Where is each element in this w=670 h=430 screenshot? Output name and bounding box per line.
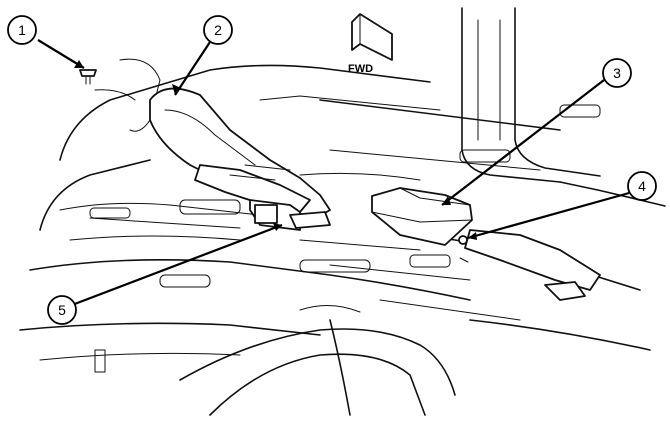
callout-2: 2 (203, 15, 233, 45)
callout-4-label: 4 (638, 178, 646, 194)
leader-2 (174, 41, 211, 96)
arrowhead-2 (172, 84, 181, 95)
retractor-bracket (371, 187, 601, 301)
forward-arrow-indicator: FWD (348, 13, 393, 75)
callout-5-label: 5 (58, 302, 66, 318)
leader-lines (37, 39, 630, 307)
callout-5: 5 (47, 295, 77, 325)
callout-3: 3 (602, 58, 632, 88)
arrowhead-1 (74, 60, 84, 68)
leader-1 (37, 39, 85, 69)
leader-5 (71, 223, 283, 307)
callout-4: 4 (627, 171, 657, 201)
arrowhead-5 (273, 223, 282, 231)
callout-1-label: 1 (18, 22, 26, 38)
arrowhead-4 (468, 232, 477, 240)
callout-2-label: 2 (214, 22, 222, 38)
fwd-label: FWD (348, 63, 373, 75)
seat-belt-buckle-anchor (149, 87, 331, 231)
fastener-bolt (79, 69, 97, 85)
callout-3-label: 3 (613, 65, 621, 81)
arrowhead-3 (442, 196, 451, 205)
leader-4 (467, 191, 630, 240)
floor-pan (19, 58, 651, 416)
callout-1: 1 (7, 15, 37, 45)
leader-3 (441, 79, 605, 206)
